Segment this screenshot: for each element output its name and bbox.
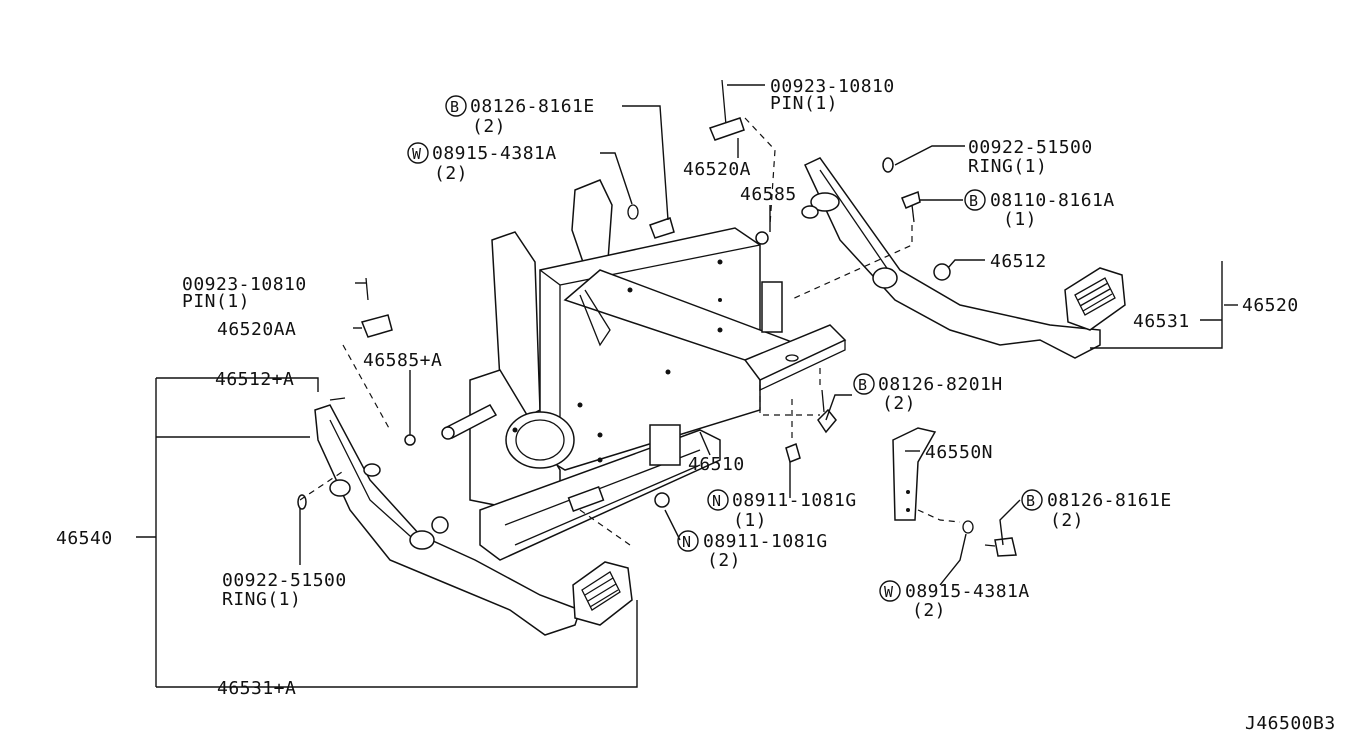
label-bolt-b4-qty: (2) [1050,510,1084,531]
label-46520: 46520 [1242,295,1299,316]
pedal-bracket-46510 [441,179,847,561]
label-bolt-b3-no: 08126-8201H [878,374,1003,395]
label-bolt-b2-no: 08110-8161A [990,190,1115,211]
label-ring-left-no: 00922-51500 [222,570,347,591]
label-46585: 46585 [740,184,797,205]
label-bolt-b1-no: 08126-8161E [470,96,595,117]
label-nut-n1-qty: (1) [733,510,767,531]
label-46531: 46531 [1133,311,1190,332]
label-bolt-b1-qty: (2) [472,116,506,137]
symbol-b-icon: B [969,192,979,210]
label-ring-left-desc: RING(1) [222,589,301,610]
callout-labels: 00923-10810 PIN(1) B 08126-8161E (2) W 0… [56,76,1336,734]
label-pin-top-desc: PIN(1) [770,93,838,114]
label-pin-left-no: 00923-10810 [182,274,307,295]
label-46520AA: 46520AA [217,319,296,340]
symbol-b-icon: B [450,98,460,116]
label-washer-w2-no: 08915-4381A [905,581,1030,602]
callout-nut-n1: N 08911-1081G (1) [707,489,857,531]
label-46585A: 46585+A [363,350,442,371]
label-washer-w2-qty: (2) [912,600,946,621]
dashed-assembly-lines [299,117,961,546]
diagram-id: J46500B3 [1245,713,1336,734]
callout-washer-w2: W 08915-4381A (2) [879,580,1030,621]
label-nut-n1-no: 08911-1081G [732,490,857,511]
callout-bolt-b2: B 08110-8161A (1) [964,189,1115,230]
label-ring-top-no: 00922-51500 [968,137,1093,158]
symbol-b-icon: B [1026,492,1036,510]
label-washer-w1-qty: (2) [434,163,468,184]
label-ring-top-desc: RING(1) [968,156,1047,177]
label-nut-n2-no: 08911-1081G [703,531,828,552]
label-46520A: 46520A [683,159,751,180]
callout-washer-w1: W 08915-4381A (2) [407,142,557,184]
label-bolt-b4-no: 08126-8161E [1047,490,1172,511]
callout-bolt-b3: B 08126-8201H (2) [853,373,1003,414]
label-bolt-b2-qty: (1) [1003,209,1037,230]
label-pin-top-no: 00923-10810 [770,76,895,97]
label-46512: 46512 [990,251,1047,272]
brake-pedal-46520 [708,79,1126,359]
symbol-n-icon: N [712,492,722,510]
label-bolt-b3-qty: (2) [882,393,916,414]
leader-lines [136,84,1238,688]
callout-nut-n2: N 08911-1081G (2) [677,530,828,571]
label-46531A: 46531+A [217,678,296,699]
hardware [627,204,1017,557]
label-46512A: 46512+A [215,369,294,390]
label-nut-n2-qty: (2) [707,550,741,571]
label-washer-w1-no: 08915-4381A [432,143,557,164]
symbol-b-icon: B [858,376,868,394]
callout-bolt-b1: B 08126-8161E (2) [445,95,595,137]
symbol-w-icon: W [412,145,422,163]
label-46550N: 46550N [925,442,993,463]
symbol-n-icon: N [682,533,692,551]
callout-bolt-b4: B 08126-8161E (2) [1021,489,1172,531]
label-pin-left-desc: PIN(1) [182,291,250,312]
symbol-w-icon: W [884,583,894,601]
label-46510: 46510 [688,454,745,475]
label-46540: 46540 [56,528,113,549]
